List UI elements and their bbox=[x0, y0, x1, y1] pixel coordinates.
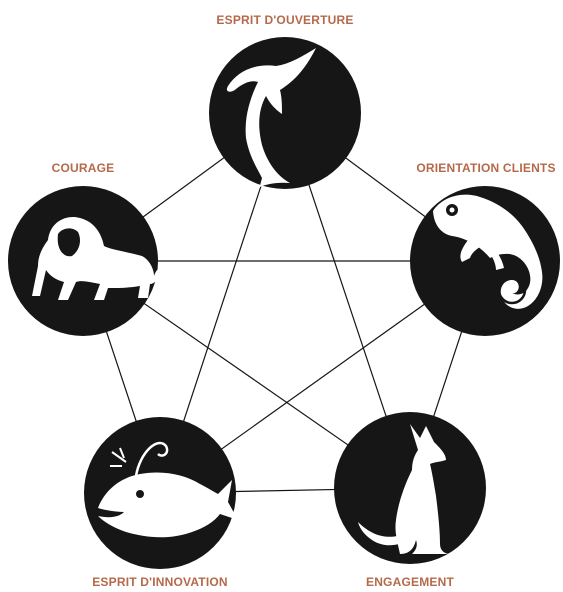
node-innovation bbox=[84, 417, 238, 569]
node-openness bbox=[209, 37, 361, 189]
dog-icon bbox=[358, 424, 450, 554]
label-innovation: ESPRIT D'INNOVATION bbox=[92, 575, 228, 589]
anglerfish-eye bbox=[136, 490, 144, 498]
label-engagement: ENGAGEMENT bbox=[365, 575, 455, 589]
dolphin-icon bbox=[226, 48, 316, 187]
node-customer bbox=[410, 186, 560, 336]
anglerfish-lure-line bbox=[134, 441, 169, 477]
lion-face bbox=[57, 228, 80, 257]
chameleon-eye-dot bbox=[449, 207, 455, 213]
chameleon-tail-spiral bbox=[497, 275, 527, 305]
node-courage bbox=[8, 186, 160, 336]
node-engagement bbox=[334, 412, 486, 564]
node-disc bbox=[209, 37, 361, 189]
chameleon-icon bbox=[433, 194, 543, 309]
label-courage: COURAGE bbox=[51, 161, 115, 175]
label-customer: ORIENTATION CLIENTS bbox=[416, 161, 556, 175]
label-openness: ESPRIT D'OUVERTURE bbox=[216, 13, 354, 27]
anglerfish-sparkle bbox=[110, 447, 127, 467]
anglerfish-icon bbox=[98, 472, 238, 538]
